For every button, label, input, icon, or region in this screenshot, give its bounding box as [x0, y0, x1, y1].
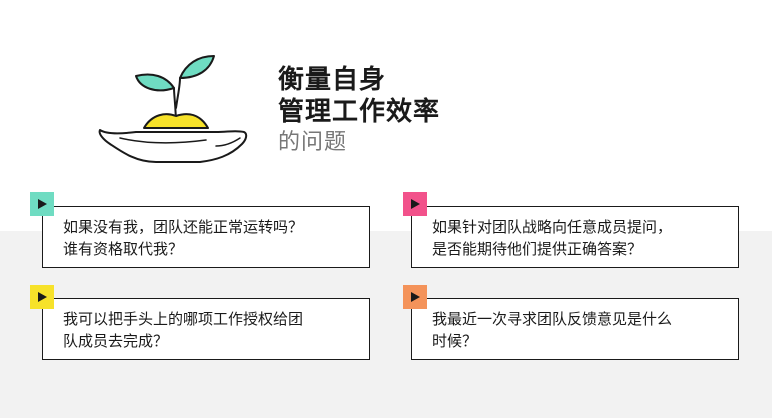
question-4-line-2: 时候？: [432, 332, 478, 350]
play-triangle-icon: [30, 285, 54, 309]
plant-in-hand-icon: [98, 55, 248, 163]
question-2-line-2: 是否能期待他们提供正确答案？: [432, 240, 643, 258]
play-triangle-icon: [30, 192, 54, 216]
question-card-4: 我最近一次寻求团队反馈意见是什么 时候？: [411, 298, 739, 360]
title-block: 衡量自身 管理工作效率 的问题: [278, 64, 440, 158]
question-1-line-1: 如果没有我，团队还能正常运转吗？: [63, 218, 304, 236]
play-triangle-icon: [403, 285, 427, 309]
question-3-line-1: 我可以把手头上的哪项工作授权给团: [63, 310, 304, 328]
page-title-line-2: 管理工作效率: [278, 97, 441, 127]
page-subtitle: 的问题: [278, 130, 348, 155]
play-triangle-icon: [403, 192, 427, 216]
question-card-1: 如果没有我，团队还能正常运转吗？ 谁有资格取代我？: [42, 206, 370, 268]
question-2-line-1: 如果针对团队战略向任意成员提问，: [432, 218, 673, 236]
page-title-line-1: 衡量自身: [278, 65, 387, 95]
question-3-line-2: 队成员去完成？: [63, 332, 169, 350]
question-card-3: 我可以把手头上的哪项工作授权给团 队成员去完成？: [42, 298, 370, 360]
question-1-line-2: 谁有资格取代我？: [63, 240, 184, 258]
question-4-line-1: 我最近一次寻求团队反馈意见是什么: [432, 310, 673, 328]
question-card-2: 如果针对团队战略向任意成员提问， 是否能期待他们提供正确答案？: [411, 206, 739, 268]
